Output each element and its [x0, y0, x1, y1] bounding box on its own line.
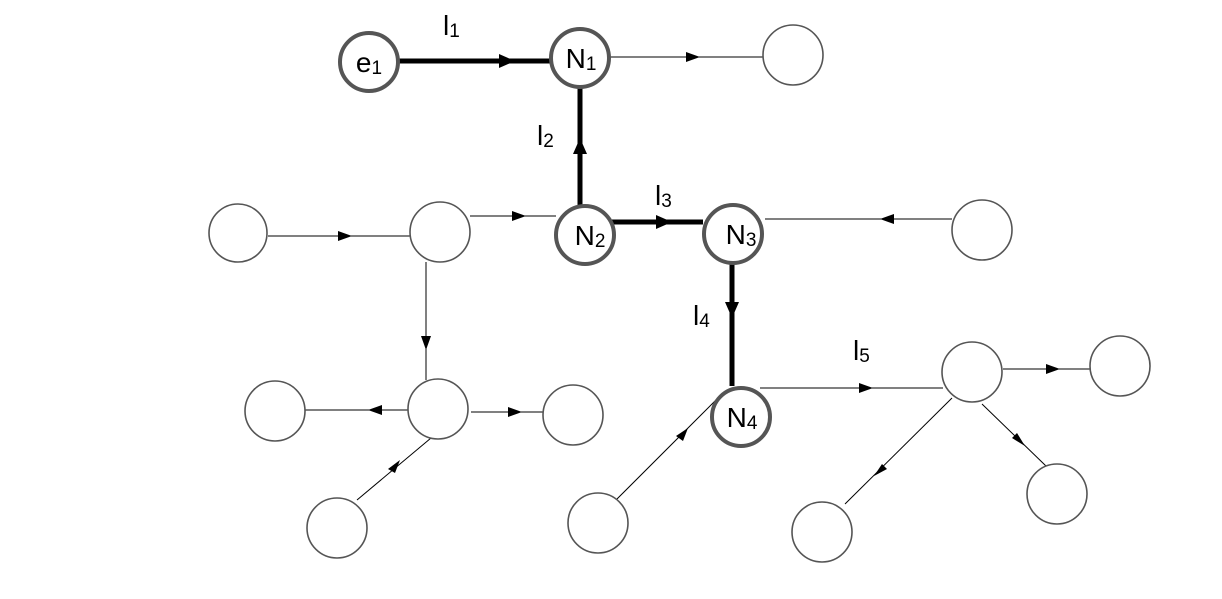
arrowhead-lowmid — [508, 407, 522, 417]
node-bottom-left — [306, 497, 368, 559]
edge-l4-label: l4 — [693, 300, 710, 332]
arrowhead-farleft — [368, 405, 382, 415]
node-hub-low-right — [1026, 463, 1088, 525]
node-n4 — [710, 386, 772, 448]
node-n3-label: N3 — [726, 219, 757, 251]
node-bottom-mid — [567, 492, 629, 554]
node-n1 — [549, 27, 611, 89]
arrowhead-down-lowleft — [421, 336, 431, 350]
edge-l2-label: l2 — [537, 120, 554, 152]
arrowhead-l2 — [573, 138, 587, 154]
node-low-left — [407, 378, 469, 440]
edge-hub-to-lowright — [981, 403, 1047, 467]
arrowhead-left — [338, 231, 352, 241]
edge-hub-to-bottom — [844, 397, 953, 505]
node-e1-label: e1 — [356, 47, 382, 79]
arrowhead-hub-right — [1046, 364, 1060, 374]
arrowhead-n1-right — [686, 52, 700, 62]
arrowhead-right-n3 — [880, 214, 894, 224]
node-top-right — [762, 24, 824, 86]
node-hub — [941, 341, 1003, 403]
node-right — [951, 199, 1013, 261]
edge-l3-label: l3 — [655, 180, 672, 212]
node-e1 — [338, 31, 400, 93]
arrowhead-bottom-lowleft — [388, 460, 400, 473]
node-far-left — [244, 380, 306, 442]
node-hub-right — [1089, 335, 1151, 397]
arrowhead-l5 — [859, 383, 873, 393]
arrowhead-l1 — [499, 54, 515, 68]
node-low-mid — [542, 384, 604, 446]
arrowhead-l3 — [656, 215, 672, 229]
node-hub-bottom — [791, 501, 853, 563]
edge-l1-label: l1 — [443, 10, 460, 42]
arrowhead-bottom-n4 — [676, 428, 688, 441]
arrowhead-hub-bottom — [874, 464, 887, 476]
edge-bottom-to-n4 — [615, 398, 718, 501]
node-n4-label: N4 — [727, 402, 758, 434]
node-left — [208, 203, 268, 263]
node-n3 — [702, 203, 764, 265]
arrowhead-l4 — [725, 302, 739, 318]
node-mid-left — [409, 201, 471, 263]
node-n2-label: N2 — [575, 220, 606, 252]
node-n2 — [554, 204, 616, 266]
arrowhead-hub-lowright — [1012, 433, 1025, 446]
edge-l5-label: l5 — [853, 335, 870, 367]
arrowhead-midleft-n2 — [512, 211, 526, 221]
node-n1-label: N1 — [566, 43, 597, 75]
